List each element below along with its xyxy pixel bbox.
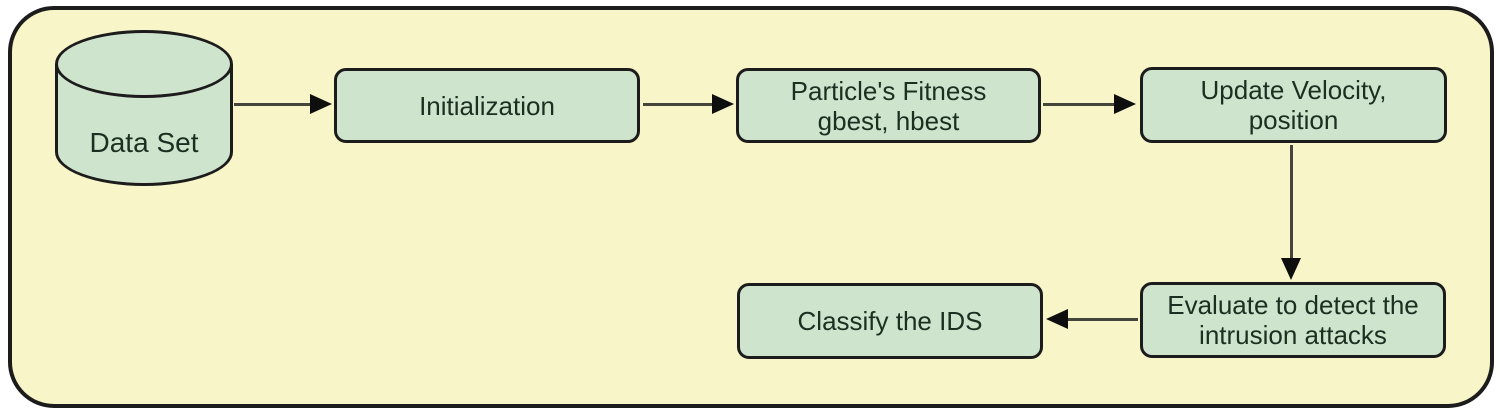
node-classify-ids: Classify the IDS <box>737 283 1043 359</box>
node-classify-ids-label: Classify the IDS <box>797 306 983 336</box>
arrow-fitness-to-update-line <box>1043 103 1115 106</box>
arrow-fitness-to-update-head-icon <box>1114 94 1136 114</box>
node-particles-fitness: Particle's Fitness gbest, hbest <box>736 68 1041 143</box>
cylinder-top-ellipse <box>55 30 233 98</box>
arrow-dataset-to-initialization-head-icon <box>310 94 332 114</box>
node-update-velocity: Update Velocity, position <box>1140 67 1447 143</box>
arrow-evaluate-to-classify-line <box>1067 318 1138 321</box>
node-initialization: Initialization <box>334 68 640 143</box>
arrow-initialization-to-fitness-line <box>643 103 713 106</box>
node-data-set: Data Set <box>55 30 233 186</box>
node-particles-fitness-label: Particle's Fitness gbest, hbest <box>790 75 987 136</box>
node-evaluate-intrusion: Evaluate to detect the intrusion attacks <box>1140 282 1446 358</box>
arrow-update-to-evaluate-head-icon <box>1281 258 1301 280</box>
node-data-set-label: Data Set <box>89 127 199 158</box>
node-initialization-label: Initialization <box>419 90 555 121</box>
arrow-evaluate-to-classify-head-icon <box>1046 309 1068 329</box>
arrow-initialization-to-fitness-head-icon <box>712 94 734 114</box>
arrow-update-to-evaluate-line <box>1290 145 1293 259</box>
node-update-velocity-label: Update Velocity, position <box>1200 75 1387 135</box>
node-evaluate-intrusion-label: Evaluate to detect the intrusion attacks <box>1167 290 1419 350</box>
arrow-dataset-to-initialization-line <box>234 103 312 106</box>
